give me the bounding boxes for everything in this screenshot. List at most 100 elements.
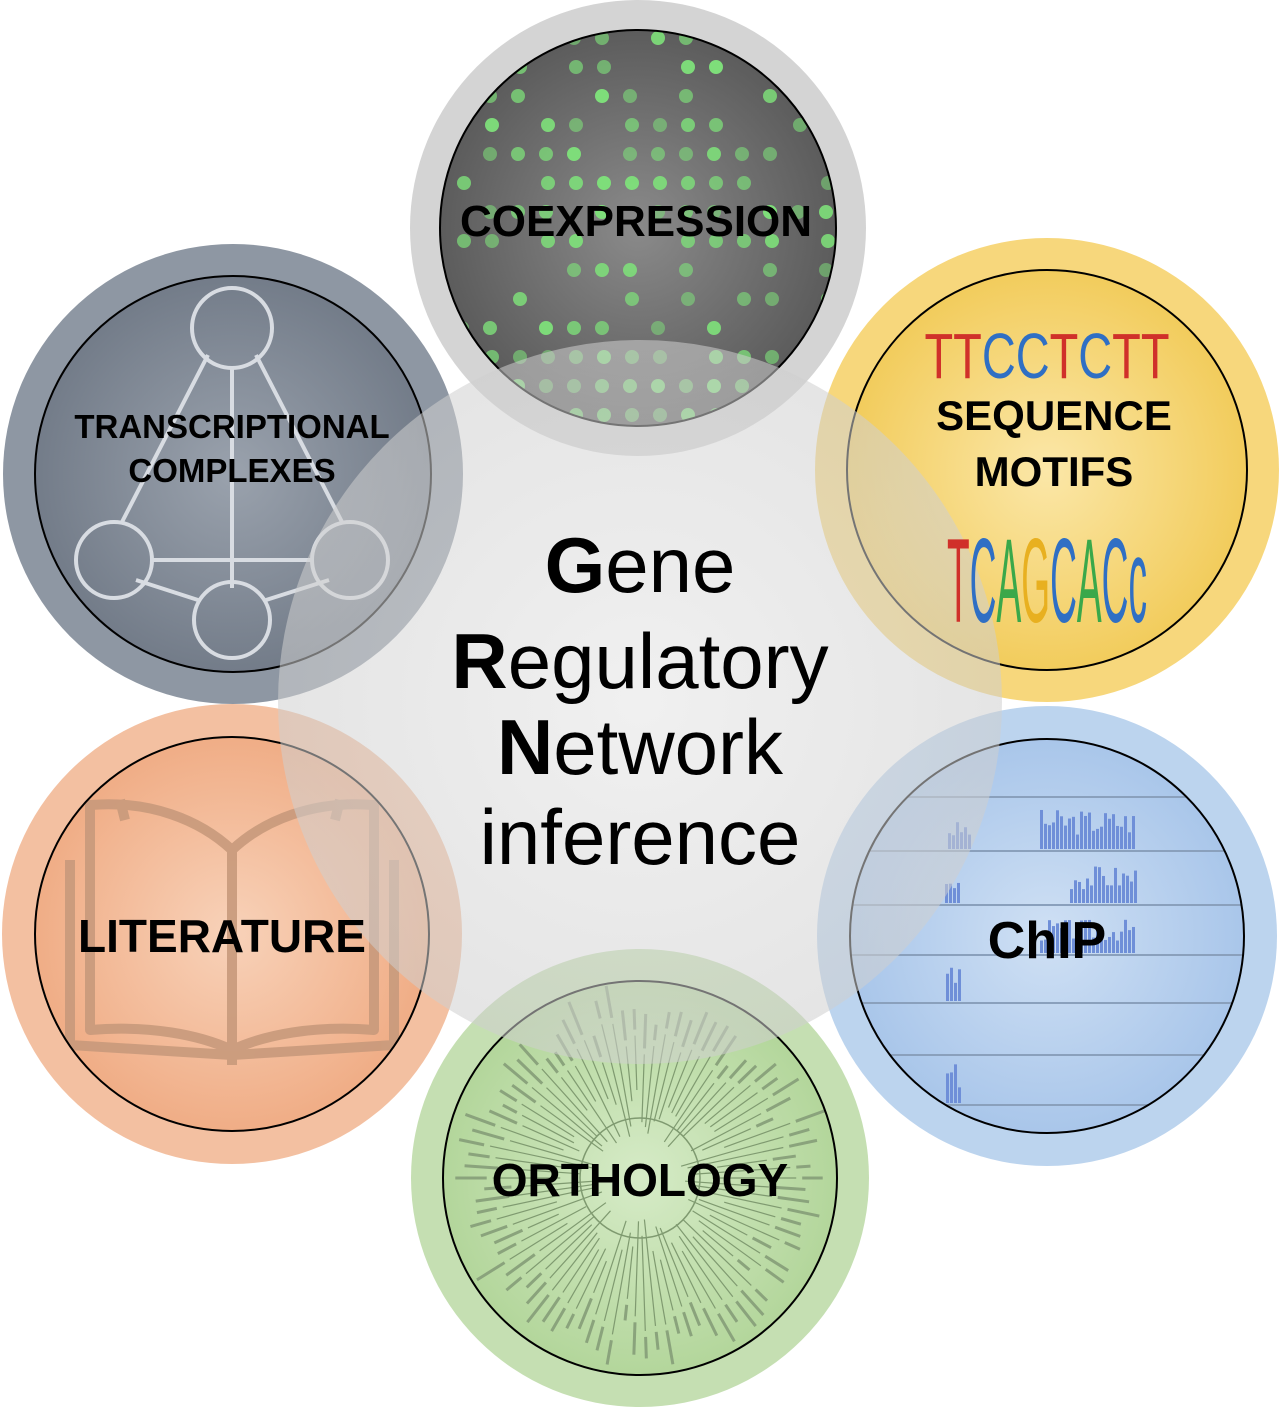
tree-branch: [714, 1097, 769, 1133]
tree-branch: [521, 1206, 587, 1242]
coexpression-label: COEXPRESSION: [460, 197, 812, 246]
tree-branch: [659, 1259, 674, 1311]
tree-leaf-label: [644, 1336, 648, 1359]
chip-peak-bar: [953, 888, 956, 903]
chip-peak-bar: [1130, 881, 1133, 903]
microarray-spot: [541, 234, 555, 248]
chip-peak-bar: [1112, 932, 1115, 953]
chip-peak-bar: [1052, 926, 1055, 953]
chip-peak-bar: [1120, 826, 1123, 849]
tree-branch: [515, 1183, 597, 1197]
microarray-spot: [651, 321, 665, 335]
tree-branch: [698, 1198, 770, 1226]
chip-peak-bar: [1100, 826, 1103, 849]
chip-peak-bar: [1128, 832, 1131, 849]
microarray-spot: [653, 176, 667, 190]
microarray-spot: [819, 263, 833, 277]
tree-leaf-label: [475, 1194, 510, 1203]
tree-branch: [655, 1226, 683, 1307]
chip-peak-bar: [1040, 809, 1043, 849]
chip-peak-bar: [1056, 923, 1059, 953]
tree-branch: [724, 1201, 776, 1218]
motif-letter: C: [1050, 514, 1077, 648]
motif-letter: T: [1141, 320, 1170, 392]
tree-leaf-label: [728, 1059, 748, 1080]
tree-leaf-label: [717, 1312, 736, 1343]
tree-branch: [704, 1084, 751, 1125]
microarray-spot: [681, 176, 695, 190]
tree-leaf-label: [577, 1297, 593, 1330]
tree-branch: [525, 1215, 595, 1275]
chip-peak-bar: [1086, 878, 1089, 903]
tree-branch: [595, 1220, 627, 1315]
microarray-spot: [819, 205, 833, 219]
tree-branch: [691, 1166, 791, 1175]
tree-branch: [540, 1105, 604, 1152]
microarray-spot: [681, 118, 695, 132]
chip-peak-bar: [950, 967, 953, 1001]
chip-peak-bar: [1092, 830, 1095, 849]
motif-letter: C: [1016, 320, 1050, 392]
tree-branch: [675, 1223, 734, 1298]
center-line-1-initial: G: [545, 521, 606, 609]
tree-branch: [521, 1103, 575, 1138]
chip-peak-bar: [1108, 818, 1111, 849]
microarray-spot: [623, 263, 637, 277]
microarray-spot: [709, 176, 723, 190]
microarray-spot: [597, 176, 611, 190]
chip-peak-bar: [1092, 937, 1095, 953]
microarray-spot: [569, 176, 583, 190]
tree-branch: [495, 1157, 582, 1171]
microarray-spot: [513, 292, 527, 306]
microarray-spot: [707, 321, 721, 335]
sequence-motifs-label-line1: SEQUENCE: [936, 392, 1172, 439]
tree-leaf-label: [550, 1307, 567, 1332]
microarray-spot: [455, 31, 469, 45]
microarray-spot: [567, 321, 581, 335]
chip-peak-bar: [1096, 930, 1099, 953]
chip-peak-bar: [1094, 866, 1097, 903]
chip-peak-bar: [1132, 816, 1135, 849]
microarray-spot: [567, 263, 581, 277]
tree-branch: [489, 1145, 593, 1169]
tree-leaf-label: [777, 1195, 810, 1204]
chip-peak-bar: [1100, 929, 1103, 953]
chip-peak-bar: [1088, 919, 1091, 953]
center-line-4: inference: [480, 793, 801, 881]
tree-branch: [634, 1221, 640, 1317]
tree-leaf-label: [780, 1217, 802, 1226]
tree-branch: [723, 1122, 791, 1148]
center-line-2-rest: egulatory: [508, 617, 829, 705]
chip-peak-bar: [1126, 875, 1129, 903]
tree-branch: [603, 1249, 623, 1322]
tree-leaf-label: [499, 1089, 518, 1103]
tree-leaf-label: [784, 1241, 801, 1251]
tree-branch: [541, 1068, 608, 1143]
chip-peak-bar: [1114, 867, 1117, 903]
tree-branch: [593, 1260, 607, 1294]
motif-letter: A: [996, 514, 1021, 648]
microarray-spot: [735, 147, 749, 161]
tree-branch: [509, 1222, 568, 1260]
chip-peak-bar: [1106, 885, 1109, 903]
tree-leaf-label: [702, 1307, 719, 1337]
chip-label: ChIP: [988, 912, 1106, 970]
chip-peak-bar: [1070, 889, 1073, 903]
chip-peak-bar: [1090, 885, 1093, 903]
tree-branch: [496, 1201, 558, 1220]
tree-leaf-label: [688, 1301, 702, 1327]
tree-branch: [675, 1055, 711, 1117]
tree-leaf-label: [525, 1272, 543, 1289]
center-line-1: Gene: [545, 521, 736, 609]
microarray-spot: [651, 31, 665, 45]
tree-leaf-label: [488, 1109, 518, 1125]
tree-leaf-label: [788, 1138, 818, 1148]
tree-leaf-label: [765, 1096, 791, 1113]
microarray-spot: [793, 118, 807, 132]
chip-peak-bar: [1068, 818, 1071, 849]
tree-branch: [641, 1054, 645, 1123]
tree-branch: [670, 1242, 702, 1304]
chip-peak-bar: [1064, 920, 1067, 953]
microarray-spot: [681, 234, 695, 248]
chip-peak-bar: [1108, 936, 1111, 953]
